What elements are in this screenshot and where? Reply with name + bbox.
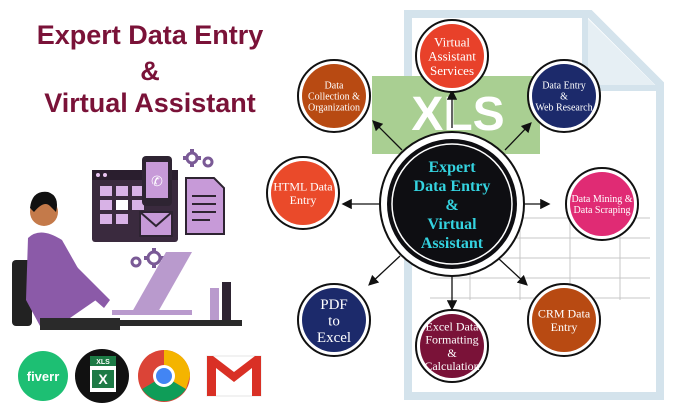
center-circle xyxy=(379,131,525,277)
gears-icon xyxy=(130,151,214,268)
service-bubble-data-mining-scraping: Data Mining &Data Scraping xyxy=(565,167,639,241)
gmail-logo-icon xyxy=(206,355,262,397)
service-bubble-label: & xyxy=(560,92,568,103)
service-bubble-label: Data xyxy=(325,81,344,92)
svg-text:✆: ✆ xyxy=(151,175,163,190)
service-bubble-label: to xyxy=(328,313,340,329)
svg-text:XLS: XLS xyxy=(96,359,110,366)
person-at-desk-illustration: ✆ xyxy=(12,149,242,330)
center-label-line-2: Data Entry xyxy=(414,178,491,195)
service-bubble-label: HTML Data xyxy=(273,180,333,194)
excel-logo-icon: XLS X xyxy=(75,349,129,403)
center-label-line-5: Assistant xyxy=(421,235,484,252)
connector-arrows xyxy=(341,89,551,311)
person-torso xyxy=(26,232,96,326)
service-bubble-label: & xyxy=(447,346,457,360)
service-bubble-label: Excel Data xyxy=(426,319,480,333)
headline-line-2: & xyxy=(140,56,160,86)
phone-icon xyxy=(142,156,172,206)
service-bubble-label: Collection & xyxy=(308,92,360,103)
center-label-line-4: Virtual xyxy=(427,216,477,233)
service-bubble-label: CRM Data xyxy=(538,307,591,321)
center-label-line-1: Expert xyxy=(428,159,476,176)
headline-line-3: Virtual Assistant xyxy=(44,88,256,118)
calendar-window-icon xyxy=(92,170,178,242)
center-label-line-3: & xyxy=(445,197,458,214)
service-bubble-label: Services xyxy=(430,63,474,78)
service-bubble-label: Data Mining & xyxy=(571,194,632,205)
service-bubble-label: Formatting xyxy=(425,333,478,347)
service-bubble-label: PDF xyxy=(320,297,348,313)
service-bubble-label: Entry xyxy=(551,320,578,334)
service-bubble-label: Organization xyxy=(308,103,360,114)
chrome-logo-icon xyxy=(138,350,190,402)
service-bubble-label: Entry xyxy=(290,193,317,207)
svg-text:X: X xyxy=(98,371,108,387)
desk xyxy=(86,320,242,326)
fiverr-logo: fiverr xyxy=(18,351,68,401)
xls-badge xyxy=(372,76,540,154)
service-bubble-label: Data Entry xyxy=(542,81,586,92)
service-bubble-label: Excel xyxy=(317,330,351,346)
xls-badge-text: XLS xyxy=(411,88,504,141)
document-icon xyxy=(185,177,225,235)
document-background-icon xyxy=(404,10,664,400)
service-bubble-label: Assistant xyxy=(428,49,476,64)
mail-icon xyxy=(139,211,173,237)
laptop-icon xyxy=(132,252,192,312)
headline-line-1: Expert Data Entry xyxy=(36,20,264,50)
service-bubble-label: Virtual xyxy=(434,34,470,49)
service-bubble-label: Web Research xyxy=(535,103,592,114)
svg-text:fiverr: fiverr xyxy=(27,369,60,384)
service-bubble-data-entry-web-research: Data Entry&Web Research xyxy=(527,59,601,133)
service-bubble-label: Calculation xyxy=(424,359,479,373)
service-bubble-label: Data Scraping xyxy=(574,205,631,216)
